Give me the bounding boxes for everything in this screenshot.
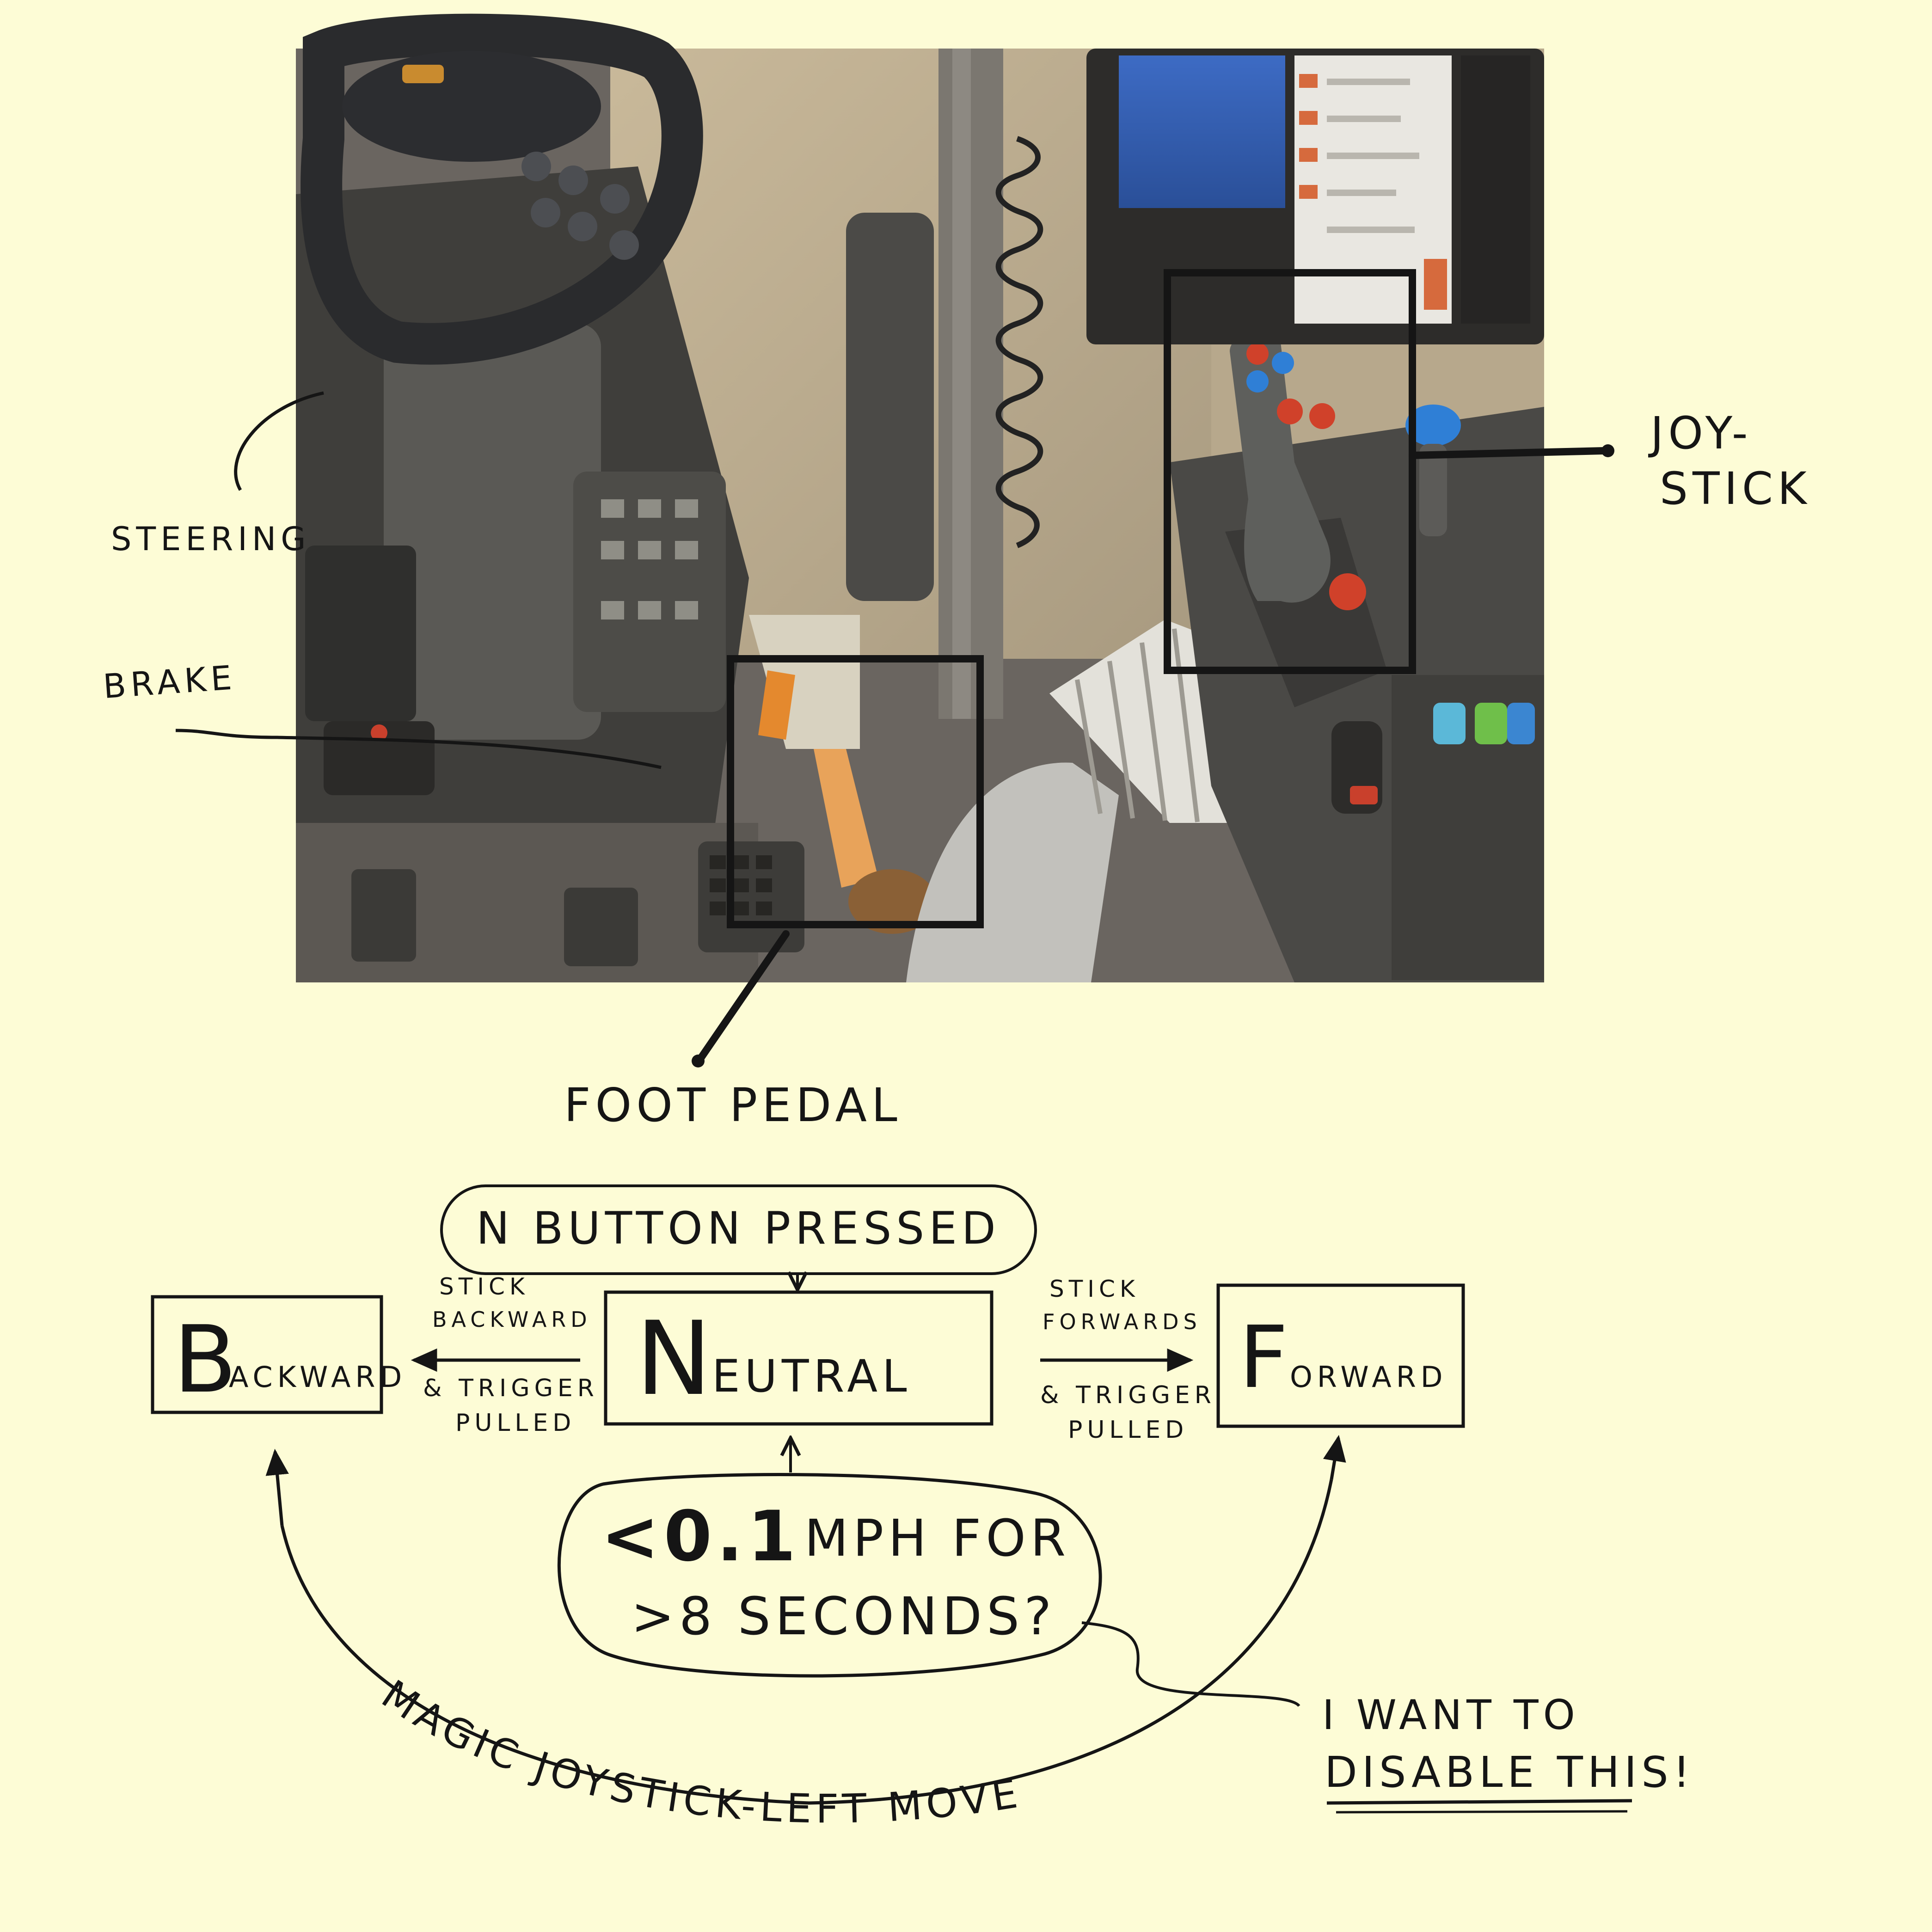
to-forward-line2: FORWARDS bbox=[1043, 1309, 1202, 1334]
note-callout-line bbox=[1081, 1621, 1300, 1707]
to-forward-line4: PULLED bbox=[1068, 1416, 1188, 1444]
joystick-button-blue-2 bbox=[1246, 370, 1269, 393]
joystick-label-line1: JOY- bbox=[1648, 407, 1753, 459]
foot-pedal-arm bbox=[814, 749, 878, 888]
joystick-button-red-1 bbox=[1246, 343, 1269, 365]
magic-arrow-backward bbox=[265, 1448, 289, 1526]
state-forward-text: ORWARD bbox=[1290, 1360, 1447, 1394]
condition-line2: >8 SECONDS? bbox=[631, 1587, 1056, 1647]
state-backward-initial: B bbox=[173, 1306, 241, 1414]
to-backward-line1: STICK bbox=[439, 1273, 529, 1300]
coiled-cable bbox=[995, 136, 1043, 548]
to-backward-line3: & TRIGGER bbox=[423, 1374, 599, 1402]
n-button-trigger-oval bbox=[440, 1184, 1037, 1275]
state-forward-box bbox=[1216, 1283, 1465, 1428]
joystick-highlight-box bbox=[1164, 269, 1416, 674]
to-forward-line3: & TRIGGER bbox=[1040, 1381, 1216, 1409]
monitor-camera-view bbox=[1119, 55, 1285, 208]
steering-label: STEERING bbox=[111, 520, 311, 558]
console-button-blue-2 bbox=[1507, 703, 1535, 744]
state-neutral-box bbox=[604, 1290, 994, 1426]
steering-callout-line bbox=[234, 391, 324, 491]
foot-pedal-callout-dot bbox=[692, 1055, 705, 1067]
state-backward-box bbox=[151, 1295, 383, 1414]
note-underline-1 bbox=[1326, 1799, 1632, 1805]
boot bbox=[848, 869, 936, 934]
joystick-button-red-3 bbox=[1309, 403, 1335, 429]
note-line2: DISABLE THIS! bbox=[1325, 1748, 1695, 1797]
steering-wheel bbox=[301, 13, 703, 365]
state-neutral-initial: N bbox=[636, 1300, 717, 1418]
magic-move-label-path: MAGIC JOYSTICK-LEFT MOVE bbox=[374, 1671, 1020, 1832]
state-backward-text: ACKWARD bbox=[229, 1360, 406, 1394]
joystick-base-logo bbox=[1329, 573, 1366, 610]
brake-callout-line bbox=[175, 729, 662, 769]
magic-arrow-forward bbox=[1323, 1435, 1346, 1480]
condition-speed-value: <0.1 bbox=[601, 1497, 800, 1577]
note-line1: I WANT TO bbox=[1322, 1691, 1580, 1739]
dash-control-panel bbox=[573, 472, 726, 712]
note-underline-2 bbox=[1336, 1810, 1628, 1814]
console-button-blue bbox=[1433, 703, 1466, 744]
joystick-callout-line bbox=[1409, 447, 1608, 459]
speed-condition-oval bbox=[557, 1473, 1102, 1678]
foot-pedal-callout-line bbox=[697, 930, 790, 1062]
joystick-button-red-2 bbox=[1277, 399, 1303, 424]
condition-line1: MPH FOR bbox=[804, 1509, 1070, 1568]
foot-pedal-highlight-box bbox=[727, 655, 984, 928]
to-backward-line2: BACKWARD bbox=[432, 1307, 592, 1332]
gear-knob-blue bbox=[1405, 405, 1461, 446]
joystick-label-line2: STICK bbox=[1660, 463, 1811, 515]
magic-move-label: MAGIC JOYSTICK-LEFT MOVE bbox=[374, 1671, 1025, 1832]
foot-pedal-label: FOOT PEDAL bbox=[564, 1078, 902, 1132]
to-forward-line1: STICK bbox=[1049, 1276, 1140, 1302]
joystick-button-blue-1 bbox=[1272, 352, 1294, 374]
pedal-orange-marker bbox=[758, 670, 795, 740]
magic-move-arc bbox=[280, 1479, 1333, 1805]
to-backward-line4: PULLED bbox=[455, 1409, 576, 1437]
state-neutral-text: EUTRAL bbox=[712, 1350, 912, 1402]
brake-label: BRAKE bbox=[102, 658, 238, 706]
n-button-trigger-text: N BUTTON PRESSED bbox=[476, 1202, 1000, 1254]
joystick-handle bbox=[1230, 332, 1331, 603]
tractor-cab-photo bbox=[296, 13, 1544, 982]
joystick-callout-dot bbox=[1601, 444, 1614, 457]
console-button-green bbox=[1475, 703, 1507, 744]
unused-guide bbox=[259, 1444, 564, 1498]
wheel-emblem bbox=[402, 65, 444, 83]
state-forward-initial: F bbox=[1239, 1307, 1293, 1407]
